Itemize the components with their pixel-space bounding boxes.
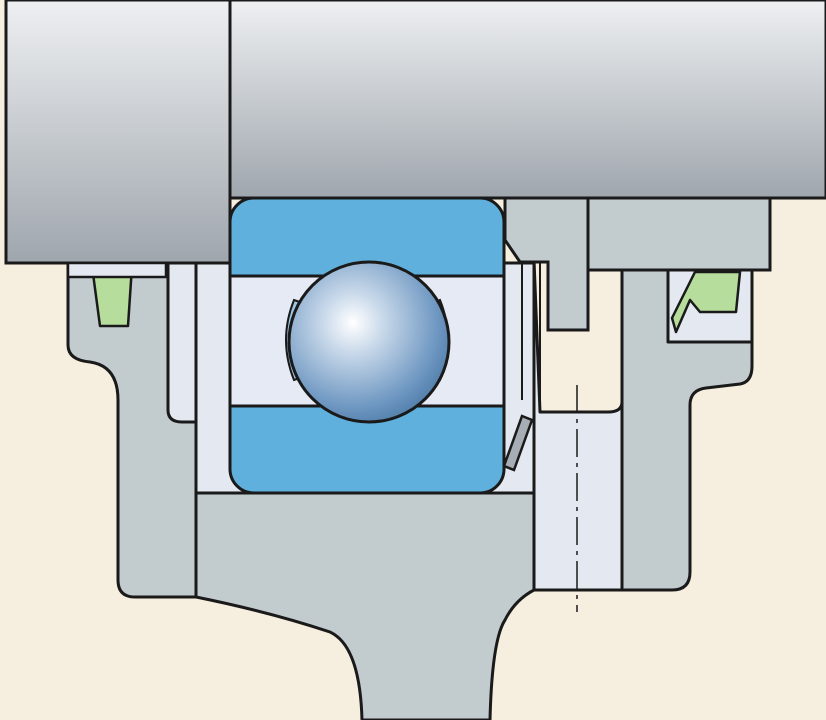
left-shaft [4,0,232,265]
ball [287,260,451,424]
bolt-insert [532,258,624,592]
main-shaft [228,0,826,200]
deep-groove-ball-bearing [228,196,506,495]
seal-group [66,261,742,334]
right-housing-lower [620,268,754,592]
left-seal-retainer [66,261,168,279]
left-housing [66,261,198,599]
right-seal [670,270,742,334]
right-housing-upper [503,196,772,332]
left-housing-channel [166,261,198,424]
shaft-group [4,0,826,332]
detail-lines [521,262,541,590]
retaining-ring [502,414,534,472]
